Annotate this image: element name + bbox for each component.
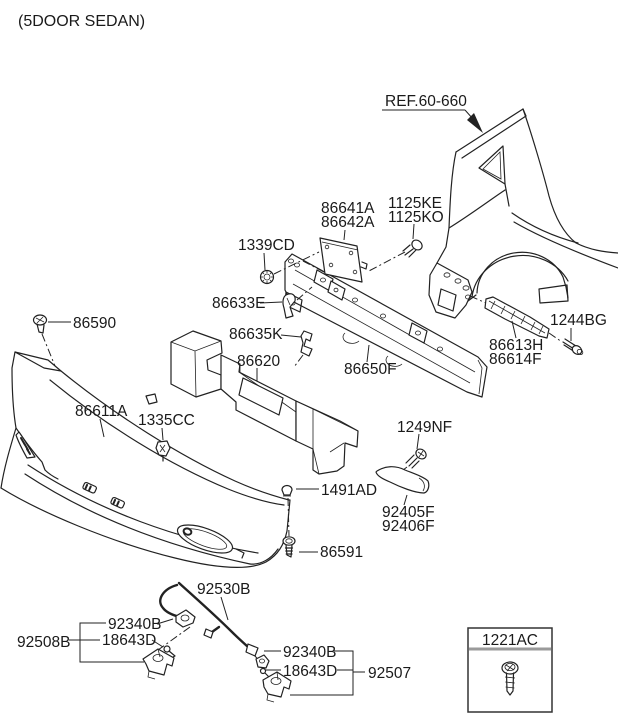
nut-1339-icon [259,269,275,285]
part-label-92406F: 92406F [382,518,435,535]
part-label-86590: 86590 [73,315,116,332]
bolt-1125-icon [402,239,423,258]
part-labels: 86641A 86642A 1125KE 1125KO 1339CD 86633… [17,195,607,682]
part-label-1125KO: 1125KO [388,209,444,226]
part-label-86650F: 86650F [344,361,397,378]
part-label-86611A: 86611A [75,403,128,420]
leader-lines [48,223,572,621]
part-label-1491AD: 1491AD [321,482,377,499]
part-label-92340B-right: 92340B [283,644,336,661]
part-label-92340B-left: 92340B [108,616,161,633]
clip-86633-icon [282,286,313,319]
ref-callout: REF.60-660 [382,93,483,133]
bolt-1244-icon [562,338,584,356]
group-bracket-92507 [264,650,365,696]
part-label-18643D-left: 18643D [102,632,156,649]
back-beam-drawing [284,253,488,398]
ref-arrowhead-icon [467,113,483,133]
license-plate-bracket-drawing [273,237,406,283]
ref-label: REF.60-660 [385,93,467,110]
group-bracket-92508B [69,618,174,663]
part-label-92507: 92507 [368,665,411,682]
clip-86635-icon [293,330,313,368]
rear-reflector-drawing [375,466,430,494]
bumper-cover-drawing [0,351,291,568]
part-label-92530B: 92530B [197,581,250,598]
part-label-86614F: 86614F [489,351,542,368]
license-lamp-left-drawing [142,609,196,680]
part-label-86613H: 86613H [489,337,543,354]
part-label-86642A: 86642A [321,214,375,231]
part-label-86591: 86591 [320,544,363,561]
license-lamp-right-drawing [255,654,292,703]
part-label-1221AC: 1221AC [482,632,538,649]
clip-1335-icon [155,440,171,462]
part-label-1125KE: 1125KE [388,195,442,212]
quarter-panel-drawing [428,108,618,319]
part-label-1249NF: 1249NF [397,419,452,436]
screw-86591-icon [282,536,296,558]
fastener-legend-box: 1221AC [467,627,553,713]
diagram-title: (5DOOR SEDAN) [18,13,145,30]
part-label-86641A: 86641A [321,200,375,217]
screw-86590-icon [32,314,56,367]
part-label-86620: 86620 [237,353,280,370]
license-lamp-harness-drawing [157,581,262,664]
part-label-92405F: 92405F [382,504,435,521]
part-label-86635K: 86635K [229,326,283,343]
part-label-18643D-right: 18643D [283,663,337,680]
part-label-92508B: 92508B [17,634,70,651]
part-label-86633E: 86633E [212,295,265,312]
part-label-1335CC: 1335CC [138,412,195,429]
tapping-screw-icon [501,661,519,696]
side-rail-drawing [469,295,563,343]
energy-absorber-drawing [170,330,359,475]
part-label-1339CD: 1339CD [238,237,295,254]
part-label-1244BG: 1244BG [550,312,607,329]
clip-1491-icon [281,484,293,537]
